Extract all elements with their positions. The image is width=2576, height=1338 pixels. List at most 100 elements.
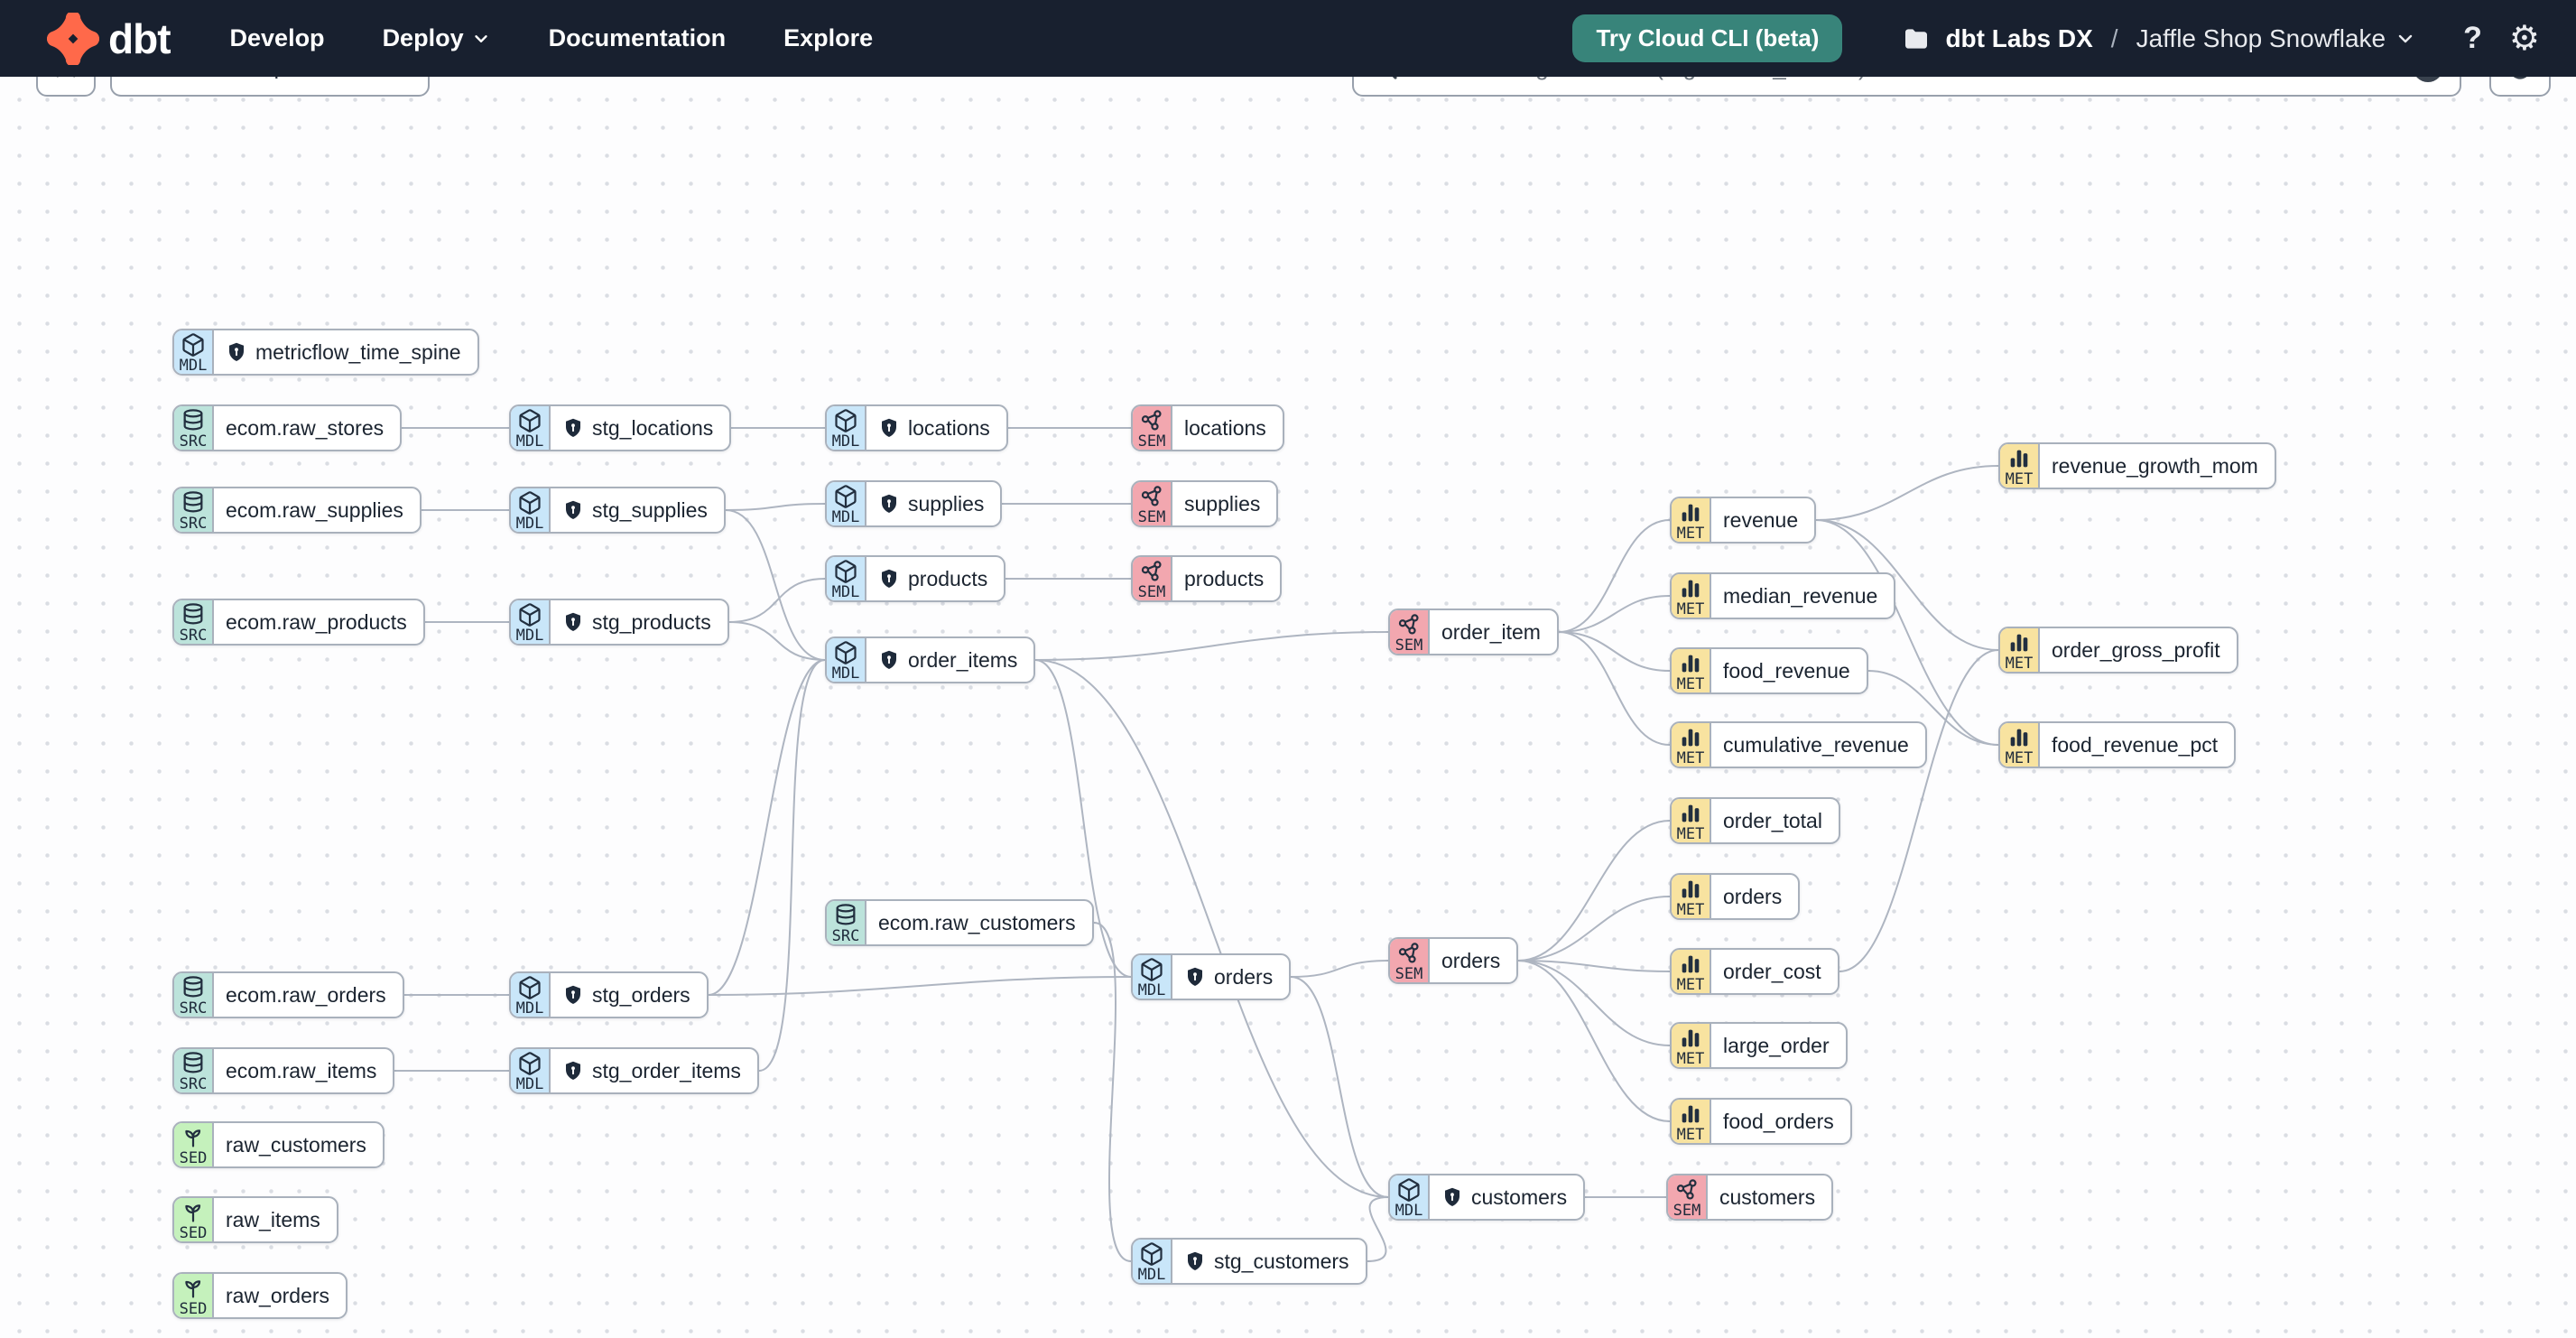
node-type-caption: MDL bbox=[831, 507, 860, 526]
nav-item-label: Explore bbox=[783, 24, 874, 51]
node-met_order_total[interactable]: MET order_total bbox=[1670, 797, 1840, 844]
node-label: order_total bbox=[1723, 808, 1822, 832]
node-type-caption: MET bbox=[1676, 674, 1705, 693]
node-type-badge: SRC bbox=[174, 488, 214, 532]
node-label: revenue bbox=[1723, 507, 1799, 532]
node-body: products bbox=[1172, 557, 1280, 600]
nav-item-label: Develop bbox=[229, 24, 325, 51]
metric-chart-icon bbox=[1678, 952, 1703, 977]
node-body: stg_products bbox=[551, 600, 727, 644]
metric-chart-icon bbox=[1678, 877, 1703, 902]
semantic-model-icon bbox=[1139, 408, 1164, 433]
edge-stg_orders-to-orders_mdl bbox=[708, 976, 1132, 996]
node-body: revenue_growth_mom bbox=[2040, 444, 2275, 488]
gear-icon[interactable]: ⚙ bbox=[2508, 19, 2540, 58]
node-label: stg_products bbox=[592, 609, 711, 634]
node-type-badge: MDL bbox=[511, 406, 551, 450]
chevron-down-icon bbox=[474, 34, 487, 42]
node-type-caption: SEM bbox=[1137, 507, 1166, 526]
node-body: median_revenue bbox=[1711, 574, 1894, 618]
node-type-badge: MDL bbox=[511, 973, 551, 1017]
node-type-badge: SEM bbox=[1133, 406, 1172, 450]
semantic-model-icon bbox=[1674, 1177, 1700, 1203]
model-cube-icon bbox=[833, 408, 858, 433]
model-cube-icon bbox=[1139, 957, 1164, 982]
edge-met_revenue-to-met_order_gross_profit bbox=[1815, 519, 1999, 651]
node-type-caption: MET bbox=[2005, 748, 2034, 767]
node-type-badge: MET bbox=[1672, 723, 1711, 767]
account-name[interactable]: dbt Labs DX bbox=[1945, 23, 2093, 52]
node-label: revenue_growth_mom bbox=[2052, 453, 2258, 478]
edge-met_revenue-to-met_food_revenue_pct bbox=[1815, 519, 1999, 746]
model-cube-icon bbox=[181, 332, 206, 358]
help-icon[interactable]: ? bbox=[2463, 21, 2482, 55]
nav-item-documentation[interactable]: Documentation bbox=[549, 24, 727, 52]
source-database-icon bbox=[181, 602, 206, 627]
node-body: order_item bbox=[1430, 610, 1557, 654]
node-type-badge: MDL bbox=[1133, 955, 1172, 999]
node-type-caption: MET bbox=[1676, 824, 1705, 843]
nav-item-deploy[interactable]: Deploy bbox=[383, 24, 491, 52]
metric-chart-icon bbox=[1678, 725, 1703, 750]
node-label: ecom.raw_products bbox=[226, 609, 407, 634]
model-cube-icon bbox=[517, 490, 542, 516]
node-type-caption: MET bbox=[1676, 1125, 1705, 1144]
node-body: cumulative_revenue bbox=[1711, 723, 1925, 767]
node-body: customers bbox=[1708, 1175, 1831, 1219]
node-type-caption: SED bbox=[179, 1223, 208, 1242]
node-src_supplies[interactable]: SRC ecom.raw_supplies bbox=[172, 487, 422, 534]
contract-shield-icon bbox=[562, 983, 584, 1007]
node-label: food_revenue_pct bbox=[2052, 732, 2219, 757]
node-label: locations bbox=[908, 415, 990, 440]
project-selector[interactable]: Jaffle Shop Snowflake bbox=[2136, 24, 2417, 53]
dbt-logo[interactable]: dbt bbox=[47, 12, 171, 65]
node-body: customers bbox=[1430, 1175, 1583, 1219]
nav-item-develop[interactable]: Develop bbox=[230, 24, 325, 52]
nav-item-explore[interactable]: Explore bbox=[783, 24, 873, 52]
seed-sprout-icon bbox=[181, 1125, 206, 1150]
seed-sprout-icon bbox=[181, 1200, 206, 1225]
node-met_food_revenue_pct[interactable]: MET food_revenue_pct bbox=[1998, 721, 2237, 768]
edge-order_items-to-customers_mdl bbox=[1034, 659, 1389, 1198]
try-cloud-cli-button[interactable]: Try Cloud CLI (beta) bbox=[1572, 14, 1843, 62]
node-label: ecom.raw_supplies bbox=[226, 497, 403, 522]
